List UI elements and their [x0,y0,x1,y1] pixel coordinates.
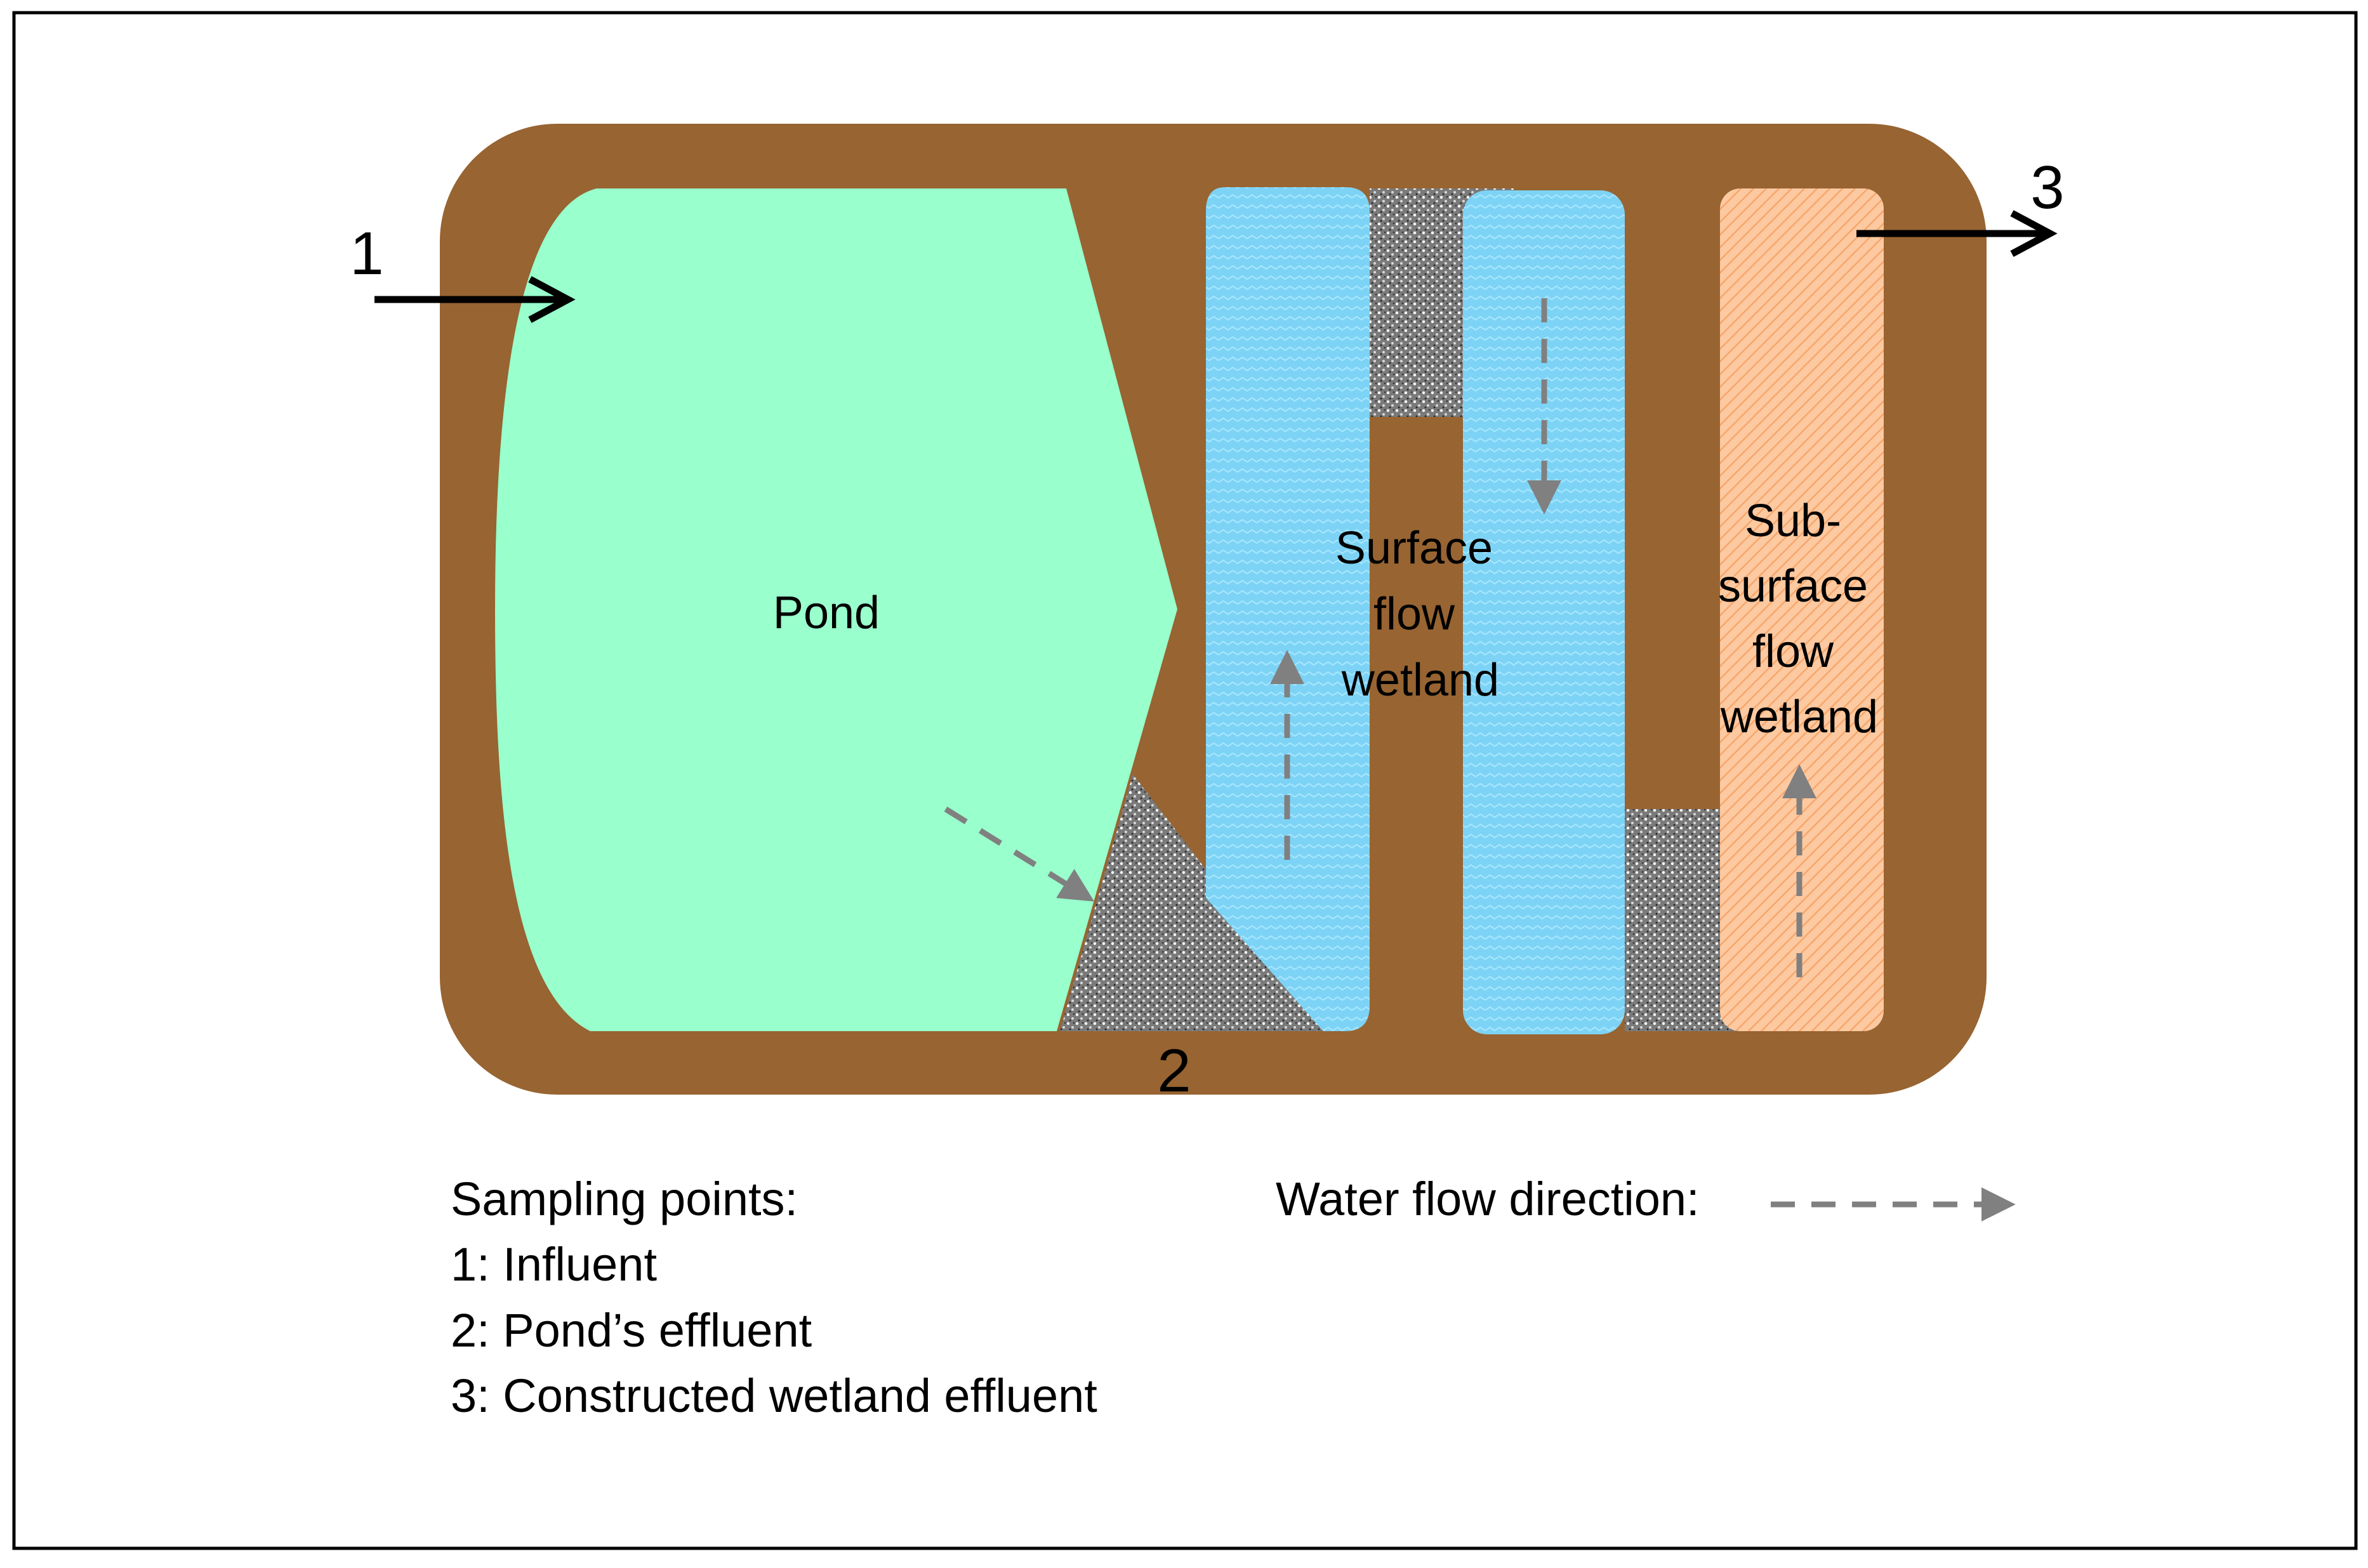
surface-wetland-label: Surface flow wetland [1335,523,1505,706]
legend-item-pond-effluent: 2: Pond’s effluent [451,1304,812,1357]
figure-frame [12,11,2358,1550]
sampling-arrow-1 [374,276,576,323]
sampling-marker-3: 3 [2030,154,2064,221]
legend-item-influent: 1: Influent [451,1238,657,1291]
sampling-arrow-3 [1856,210,2058,257]
sampling-marker-2: 2 [1157,1037,1191,1105]
legend-flow-label: Water flow direction: [1276,1173,1700,1225]
surface-wetland-channel-left [1206,187,1370,1031]
subsurface-wetland-label: Sub- surface flow wetland [1718,496,1881,742]
sampling-marker-1: 1 [350,220,383,287]
flow-arrow-pond-to-gravel [944,807,1095,902]
gravel-pond-outlet [1060,774,1330,1031]
pond-zone [495,188,1177,1031]
legend-sampling-title: Sampling points: [451,1173,798,1225]
surface-wetland-channel-right [1463,190,1625,1034]
subsurface-wetland-zone [1720,188,1884,1031]
pond-label: Pond [773,588,880,638]
legend-item-wetland-effluent: 3: Constructed wetland effluent [451,1369,1097,1422]
